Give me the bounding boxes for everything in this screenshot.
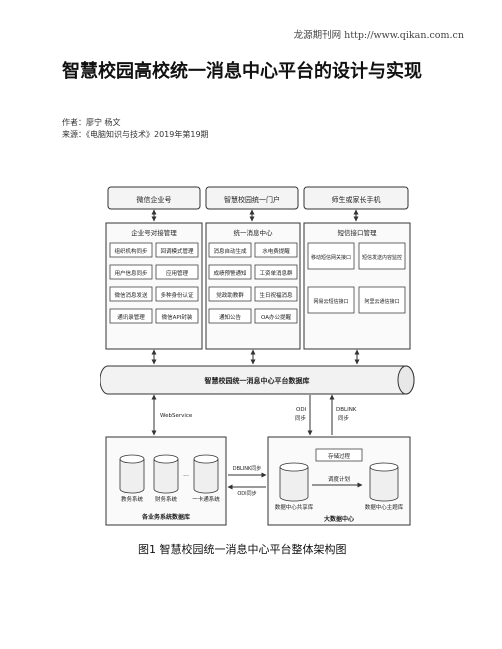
panel-message-item: 工资单消息群 [259,269,293,277]
article-title: 智慧校园高校统一消息中心平台的设计与实现 [62,61,422,82]
panel-message-item: 党政助教群 [216,291,244,299]
bigdata-sync-label: 存储过程 [328,452,351,460]
panel-sms-item: 短信发送内容监控 [362,254,402,261]
panel-message-item: OA办公提醒 [261,313,291,321]
panel-enterprise-item: 多种身份认证 [160,291,194,299]
business-db-item: 一卡通系统 [192,495,220,503]
link-dblink-mid-label: DBLINK同步 [233,466,262,472]
panel-message-item: 水电费提醒 [262,247,290,255]
bigdata-item: 数据中心共享库 [275,503,314,511]
panel-sms-item: 网易云短信接口 [313,298,348,305]
site-header: 龙源期刊网 http://www.qikan.com.cn [293,30,464,41]
business-db-item: 财务系统 [155,495,178,503]
article-author: 作者：廖宁 杨文 [62,118,121,127]
panel-enterprise-item: 用户信息同步 [114,269,148,277]
business-db-group: 教务系统 财务系统 ... 一卡通系统 各业务系统数据库 [105,436,227,526]
panel-message-item: 消息自动生成 [213,247,247,255]
top-box-portal-label: 智慧校园统一门户 [224,195,280,204]
link-webservice-label: WebService [160,413,193,419]
panel-message-item: 成绩预警通知 [213,269,246,277]
panel-sms: 短信接口管理 移动短信网关接口 短信发送内容监控 网易云短信接口 阿里云通信接口 [303,222,411,350]
figure-caption: 图1 智慧校园统一消息中心平台整体架构图 [138,543,347,556]
panel-enterprise-item: 通讯录管理 [117,313,145,321]
link-odi-sync-label: 同步 [295,415,307,422]
top-box-phone: 师生或家长手机 [303,186,409,210]
database-bus-label: 智慧校园统一消息中心平台数据库 [205,376,310,385]
panel-enterprise-title: 企业号对接管理 [131,228,177,237]
panel-sms-item: 移动短信网关接口 [311,254,351,261]
panel-message-center: 统一消息中心 消息自动生成 水电费提醒 成绩预警通知 工资单消息群 党政助教群 … [205,222,301,350]
panel-message-center-title: 统一消息中心 [234,228,274,237]
architecture-diagram: 微信企业号 智慧校园统一门户 师生或家长手机 企业号对接管理 组织机构同步 回调… [100,186,415,526]
top-box-portal: 智慧校园统一门户 [205,186,299,210]
link-dblink-sync-label: 同步 [338,415,350,422]
panel-enterprise-item: 组织机构同步 [114,247,148,255]
article-source: 来源：《电脑知识与技术》2019年第19期 [62,130,209,139]
panel-sms-title: 短信接口管理 [338,228,378,237]
panel-sms-item: 阿里云通信接口 [364,298,399,305]
top-box-wechat-label: 微信企业号 [137,195,172,204]
top-box-phone-label: 师生或家长手机 [332,195,381,204]
panel-enterprise-item: 回调模式管理 [160,247,194,255]
business-db-ellipsis: ... [183,471,189,478]
panel-enterprise-item: 微信消息发送 [114,291,148,299]
link-odi-label: ODI [296,407,307,413]
bigdata-label: 大数据中心 [324,515,354,523]
panel-enterprise-item: 应用管理 [166,269,189,277]
database-bus: 智慧校园统一消息中心平台数据库 [100,365,415,395]
panel-message-item: 通知公告 [219,313,242,321]
bigdata-plan-label: 调度计划 [328,475,350,483]
link-dblink-label: DBLINK [336,407,357,413]
bigdata-item: 数据中心主题库 [365,503,404,511]
top-box-wechat: 微信企业号 [107,186,201,210]
business-db-label: 各业务系统数据库 [141,513,190,521]
link-odi-mid-label: ODI同步 [237,491,256,497]
bigdata-center: 存储过程 调度计划 数据中心共享库 数据中心主题库 大数据中心 [267,436,411,526]
panel-enterprise: 企业号对接管理 组织机构同步 回调模式管理 用户信息同步 应用管理 微信消息发送… [105,222,203,350]
business-db-item: 教务系统 [121,495,144,503]
panel-enterprise-item: 微信API封装 [162,313,193,321]
panel-message-item: 生日祝福消息 [259,291,293,299]
